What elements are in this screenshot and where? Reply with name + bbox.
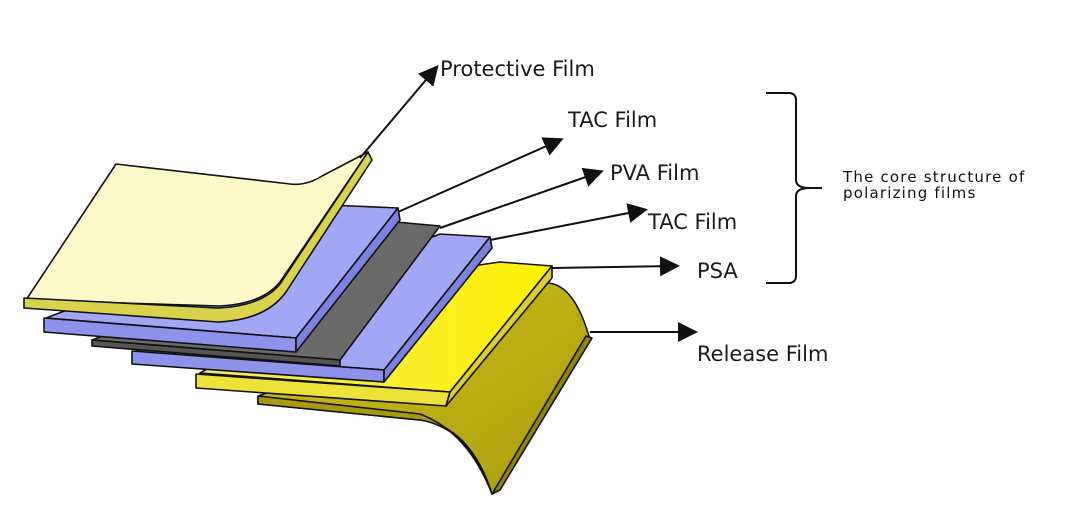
note-line-2: polarizing films: [843, 184, 976, 202]
note-line-1: The core structure of: [842, 168, 1025, 186]
layer-protective-film: [23, 151, 373, 323]
arrow-tac-film-bottom: [489, 203, 648, 241]
label-psa: PSA: [697, 259, 738, 283]
label-tac-film-bottom: TAC Film: [647, 210, 737, 234]
arrow-psa: [551, 256, 680, 277]
arrow-pva-film: [439, 167, 604, 229]
arrow-tac-film-top: [397, 137, 564, 213]
label-release-film: Release Film: [697, 342, 828, 366]
label-protective-film: Protective Film: [440, 57, 595, 81]
label-tac-film-top: TAC Film: [567, 108, 657, 132]
label-pva-film: PVA Film: [610, 161, 699, 185]
arrow-protective-film: [359, 64, 439, 159]
brace-icon: [766, 92, 822, 284]
